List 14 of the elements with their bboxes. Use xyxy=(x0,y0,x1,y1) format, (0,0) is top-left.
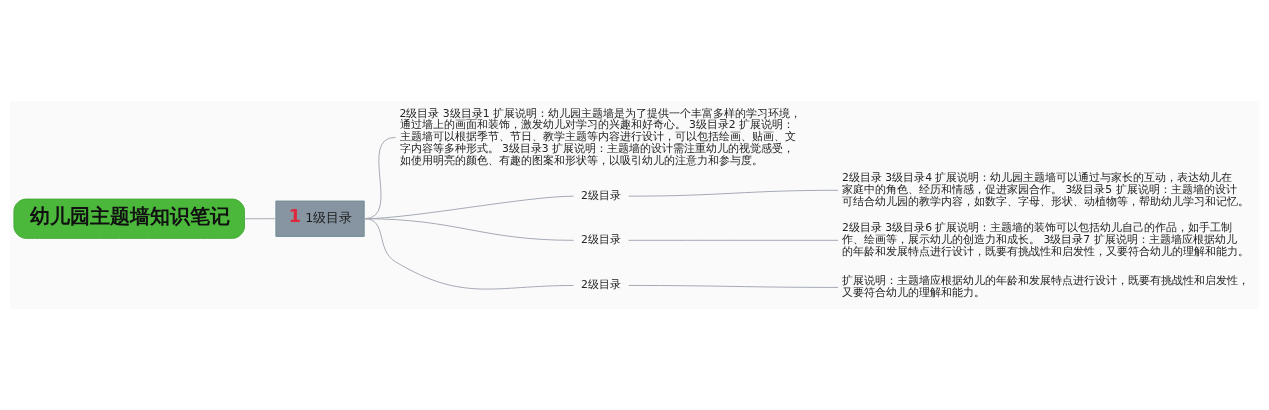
node-text: 2级目录 3级目录6 扩展说明：主题墙的装饰可以包括幼儿自己的作品，如手工制作、绘画等，展示幼儿的创造力和成长。 3级目录7 扩展说明：主题墙应根据幼儿的年龄和发展特点进行设计，既要有挑战性和启发性，又要符合幼儿的理解和能力。 xyxy=(842,221,1250,258)
node-text: 2级目录 3级目录4 扩展说明：幼儿园主题墙可以通过与家长的互动，表达幼儿在家庭中的角色、经历和情感，促进家园合作。 3级目录5 扩展说明：主题墙的设计可结合幼儿园的教学内容，如数字、字母、形状、动植物等，帮助幼儿学习和记忆。 xyxy=(842,171,1250,208)
node-box: 幼儿园主题墙知识笔记 xyxy=(13,198,245,239)
connector xyxy=(363,218,575,290)
connector xyxy=(628,239,839,241)
node-box: 1 1级目录 xyxy=(275,200,365,237)
node-text: 2级目录 xyxy=(581,233,621,247)
node-text: 2级目录 3级目录1 扩展说明：幼儿园主题墙是为了提供一个丰富多样的学习环境，通过墙上的画面和装饰，激发幼儿对学习的兴趣和好奇心。 3级目录2 扩展说明：主题墙可以根据季节、节日、教学主题等内容进行设计，可以包括绘画、贴画、文字内容等多种形式。 3级目录3 扩展说明：主题墙的设计需注重幼儿的视觉感受，如使用明亮的颜色、有趣的图案和形状等，以吸引幼儿的注意力和参与度。 xyxy=(399,106,801,167)
node-text: 2级目录 xyxy=(581,188,621,202)
node-text: 扩展说明：主题墙应根据幼儿的年龄和发展特点进行设计，既要有挑战性和启发性，又要符合幼儿的理解和能力。 xyxy=(842,274,1250,300)
node-text: 2级目录 xyxy=(581,278,621,292)
connector xyxy=(244,218,277,220)
connector xyxy=(628,284,839,288)
connector xyxy=(628,189,839,197)
